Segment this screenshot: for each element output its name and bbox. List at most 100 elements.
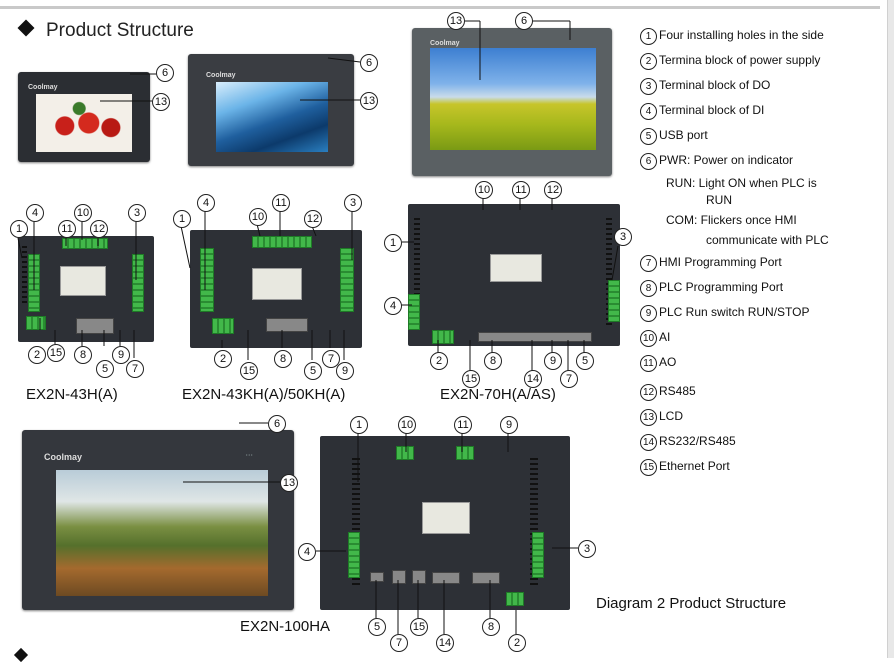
brand-logo: Coolmay xyxy=(206,72,236,79)
legend-text: Ethernet Port xyxy=(659,459,730,473)
callout-13: 13 xyxy=(360,92,378,110)
callout-15: 15 xyxy=(462,370,480,388)
diamond-bullet-icon xyxy=(13,647,29,662)
legend-number: 5 xyxy=(640,128,657,145)
legend-number: 9 xyxy=(640,305,657,322)
callout-11: 11 xyxy=(272,194,290,212)
callout-9: 9 xyxy=(544,352,562,370)
callout-3: 3 xyxy=(344,194,362,212)
callout-3: 3 xyxy=(578,540,596,558)
do-terminal-block xyxy=(340,248,354,312)
legend-text: AO xyxy=(659,355,677,369)
hmi-back-43h xyxy=(18,236,154,342)
legend-text: HMI Programming Port xyxy=(659,255,782,269)
callout-1: 1 xyxy=(10,220,28,238)
di-terminal-block xyxy=(408,294,420,330)
io-terminal-top xyxy=(252,236,312,248)
legend-number: 8 xyxy=(640,280,657,297)
legend-number: 1 xyxy=(640,28,657,45)
callout-15: 15 xyxy=(47,344,65,362)
callout-4: 4 xyxy=(298,543,316,561)
legend-item: RUN xyxy=(640,193,880,207)
io-terminal-top xyxy=(62,238,108,249)
callout-10: 10 xyxy=(398,416,416,434)
callout-3: 3 xyxy=(614,228,632,246)
rs232-port xyxy=(432,572,460,584)
callout-6: 6 xyxy=(360,54,378,72)
model-label: EX2N-70H(A/AS) xyxy=(440,386,556,403)
legend-number: 7 xyxy=(640,255,657,272)
legend-text: USB port xyxy=(659,128,708,142)
legend-text: Terminal block of DO xyxy=(659,78,771,92)
hmi-back-43kh xyxy=(190,230,362,348)
legend-number: 11 xyxy=(640,355,657,372)
callout-14: 14 xyxy=(524,370,542,388)
product-label xyxy=(252,268,302,300)
callout-3: 3 xyxy=(128,204,146,222)
diagram-caption: Diagram 2 Product Structure xyxy=(596,595,787,612)
usb-port xyxy=(370,572,384,582)
callout-5: 5 xyxy=(576,352,594,370)
callout-11: 11 xyxy=(58,220,76,238)
hmi-back-70h xyxy=(408,204,620,346)
plc-programming-port xyxy=(472,572,500,584)
vent-slots-right xyxy=(606,218,612,328)
diamond-bullet-icon xyxy=(17,19,35,37)
callout-4: 4 xyxy=(384,297,402,315)
legend-number: 12 xyxy=(640,384,657,401)
hmi-front-medium: Coolmay xyxy=(188,54,354,166)
brand-logo: Coolmay xyxy=(430,40,460,47)
legend-number: 14 xyxy=(640,434,657,451)
callout-11: 11 xyxy=(512,181,530,199)
page-scrollbar[interactable] xyxy=(887,0,894,658)
legend-number: 4 xyxy=(640,103,657,120)
port-cluster xyxy=(76,318,114,334)
callout-7: 7 xyxy=(560,370,578,388)
legend-item: COM: Flickers once HMI xyxy=(640,213,880,227)
hmi-front-large: Coolmay xyxy=(412,28,612,176)
callout-13: 13 xyxy=(280,474,298,492)
hmi-back-100ha xyxy=(320,436,570,610)
section-title: Product Structure xyxy=(17,19,194,42)
ai-terminal xyxy=(396,446,414,460)
legend-number: 3 xyxy=(640,78,657,95)
ao-terminal xyxy=(456,446,474,460)
legend-text: PLC Programming Port xyxy=(659,280,784,294)
callout-6: 6 xyxy=(156,64,174,82)
legend-text: RUN xyxy=(706,193,732,207)
callout-8: 8 xyxy=(74,346,92,364)
vent-slots-left xyxy=(414,218,420,328)
callout-1: 1 xyxy=(384,234,402,252)
callout-8: 8 xyxy=(274,350,292,368)
callout-4: 4 xyxy=(197,194,215,212)
legend-item: communicate with PLC xyxy=(640,233,880,247)
di-terminal-block xyxy=(200,248,214,312)
legend-text: AI xyxy=(659,330,671,344)
callout-15: 15 xyxy=(410,618,428,636)
product-label xyxy=(422,502,470,534)
legend-text: RUN: Light ON when PLC is xyxy=(666,176,817,190)
legend-text: LCD xyxy=(659,409,684,423)
legend-number: 10 xyxy=(640,330,657,347)
lcd-screen-wave xyxy=(216,82,328,152)
callout-1: 1 xyxy=(350,416,368,434)
legend-text: Termina block of power supply xyxy=(659,53,821,67)
legend-number: 6 xyxy=(640,153,657,170)
callout-13: 13 xyxy=(152,93,170,111)
callout-14: 14 xyxy=(436,634,454,652)
model-label: EX2N-43H(A) xyxy=(26,386,118,403)
legend-number: 2 xyxy=(640,53,657,70)
callout-10: 10 xyxy=(475,181,493,199)
power-terminal xyxy=(506,592,524,606)
callout-15: 15 xyxy=(240,362,258,380)
callout-11: 11 xyxy=(454,416,472,434)
